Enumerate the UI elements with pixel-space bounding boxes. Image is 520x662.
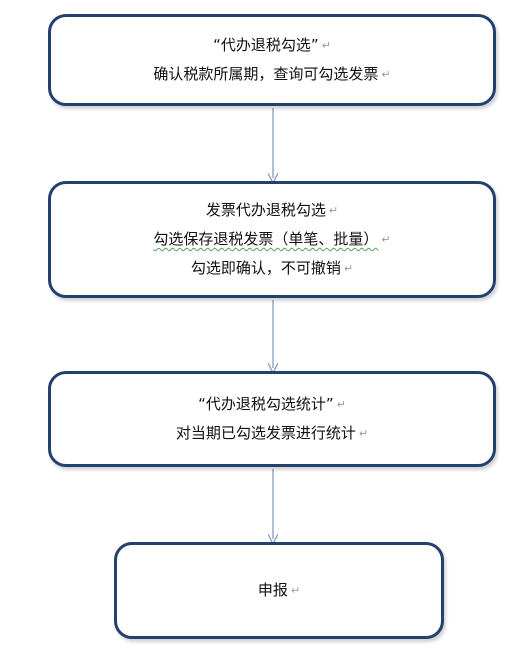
paragraph-mark-icon: ↵ <box>290 584 301 597</box>
step-box-tax-refund-selection: “代办退税勾选” ↵ 确认税款所属期，查询可勾选发票 ↵ <box>48 14 496 106</box>
step-2-line-3: 勾选即确认，不可撤销 ↵ <box>191 254 353 283</box>
step-1-description: 确认税款所属期，查询可勾选发票 <box>153 65 379 83</box>
step-2-line-1: 发票代办退税勾选 ↵ <box>206 196 338 225</box>
step-2-description: 勾选保存退税发票（单笔、批量） <box>153 230 379 248</box>
step-box-declaration: 申报 ↵ <box>114 542 444 639</box>
step-3-description: 对当期已勾选发票进行统计 <box>175 424 356 442</box>
step-1-line-1: “代办退税勾选” ↵ <box>213 31 331 60</box>
step-3-line-1: “代办退税勾选统计” ↵ <box>198 390 346 419</box>
step-1-line-2: 确认税款所属期，查询可勾选发票 ↵ <box>153 60 390 89</box>
step-2-line-2: 勾选保存退税发票（单笔、批量） ↵ <box>153 225 390 254</box>
step-box-invoice-selection: 发票代办退税勾选 ↵ 勾选保存退税发票（单笔、批量） ↵ 勾选即确认，不可撤销 … <box>48 181 496 298</box>
paragraph-mark-icon: ↵ <box>328 204 339 217</box>
step-4-title: 申报 <box>257 581 288 599</box>
paragraph-mark-icon: ↵ <box>343 262 354 275</box>
step-2-title: 发票代办退税勾选 <box>205 201 326 219</box>
step-box-selection-statistics: “代办退税勾选统计” ↵ 对当期已勾选发票进行统计 ↵ <box>48 371 496 467</box>
paragraph-mark-icon: ↵ <box>381 233 391 246</box>
paragraph-mark-icon: ↵ <box>381 68 391 81</box>
paragraph-mark-icon: ↵ <box>358 427 369 440</box>
paragraph-mark-icon: ↵ <box>336 398 346 411</box>
step-1-title: “代办退税勾选” <box>213 36 319 54</box>
step-3-line-2: 对当期已勾选发票进行统计 ↵ <box>176 419 368 448</box>
step-3-title: “代办退税勾选统计” <box>198 395 334 413</box>
step-4-line-1: 申报 ↵ <box>258 576 300 605</box>
step-2-note: 勾选即确认，不可撤销 <box>190 259 341 277</box>
paragraph-mark-icon: ↵ <box>321 39 331 52</box>
